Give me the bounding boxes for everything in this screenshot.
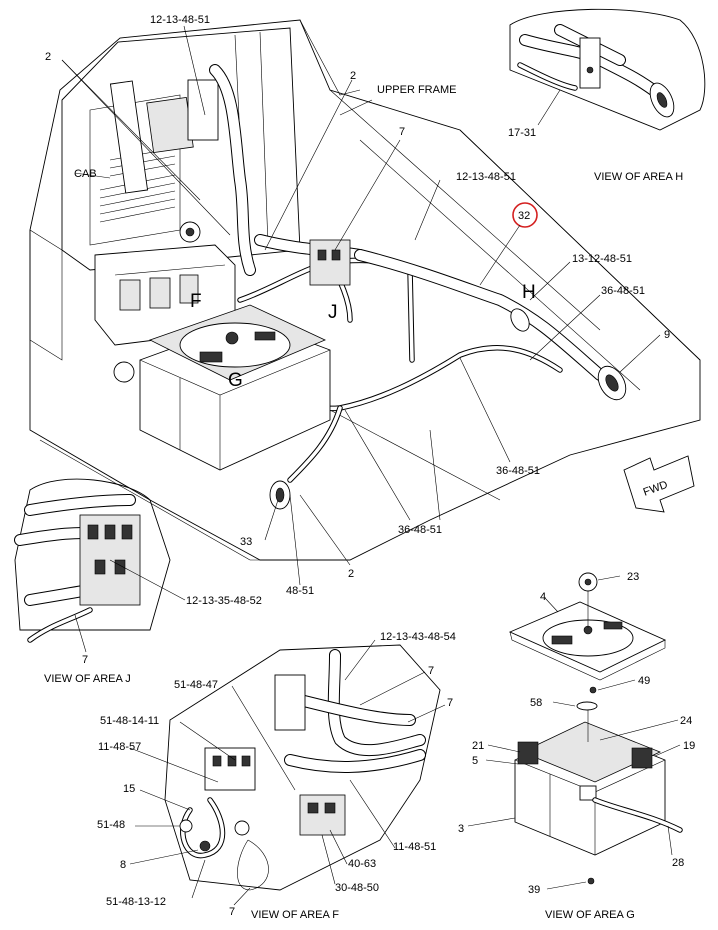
view-area-g: 23 4 49 58 24 21 19 5 3 28 39 VIEW OF AR… xyxy=(458,571,695,921)
callout-58: 58 xyxy=(530,697,542,709)
callout-15: 15 xyxy=(123,783,135,795)
cab-label: CAB xyxy=(74,168,97,180)
callout-32: 32 xyxy=(518,210,530,222)
callout-12-13-35-48-52: 12-13-35-48-52 xyxy=(186,595,262,607)
terminal-19 xyxy=(631,747,653,769)
callout-17-31: 17-31 xyxy=(508,127,536,139)
view-area-h: 17-31 VIEW OF AREA H xyxy=(508,8,706,183)
callout-13-12-48-51: 13-12-48-51 xyxy=(572,253,632,265)
callout-7-f-mid: 7 xyxy=(447,697,453,709)
callout-2-left: 2 xyxy=(45,51,51,63)
upper-frame-label: UPPER FRAME xyxy=(377,84,456,96)
callout-51-48: 51-48 xyxy=(97,819,125,831)
callout-24: 24 xyxy=(680,715,692,727)
callout-51-48-14-11: 51-48-14-11 xyxy=(100,715,159,727)
callout-36-48-51-bottom: 36-48-51 xyxy=(398,524,442,536)
terminal-5 xyxy=(517,741,539,765)
callout-2-lower: 2 xyxy=(348,568,354,580)
connector-block-j xyxy=(309,239,351,286)
callout-3: 3 xyxy=(458,823,464,835)
forward-arrow-icon: FWD xyxy=(623,455,695,513)
callout-51-48-47: 51-48-47 xyxy=(174,679,218,691)
callout-33: 33 xyxy=(240,536,252,548)
view-area-f: 12-13-43-48-54 7 7 51-48-47 51-48-14-11 … xyxy=(97,631,456,921)
callout-7-j: 7 xyxy=(82,654,88,666)
callout-51-48-13-12: 51-48-13-12 xyxy=(106,896,166,908)
callout-7-f-bottom: 7 xyxy=(229,906,235,918)
view-area-f-title: VIEW OF AREA F xyxy=(251,909,339,921)
callout-12-13-48-51-top: 12-13-48-51 xyxy=(150,14,210,26)
area-h-letter: H xyxy=(522,282,536,303)
callout-11-48-51: 11-48-51 xyxy=(393,841,436,853)
block-f-upper xyxy=(274,674,306,731)
red-circle-marker xyxy=(512,202,538,228)
callout-19: 19 xyxy=(683,740,695,752)
view-area-g-title: VIEW OF AREA G xyxy=(545,909,635,921)
area-j-letter: J xyxy=(328,302,338,323)
area-f-letter: F xyxy=(190,291,202,312)
callout-30-48-50: 30-48-50 xyxy=(335,882,379,894)
callout-7-top: 7 xyxy=(399,126,405,138)
view-area-h-title: VIEW OF AREA H xyxy=(594,171,683,183)
callout-36-48-51-right: 36-48-51 xyxy=(601,285,645,297)
callout-5: 5 xyxy=(472,755,478,767)
knob-23 xyxy=(578,572,598,628)
callout-12-13-48-51-mid: 12-13-48-51 xyxy=(456,171,516,183)
callout-2-upper: 2 xyxy=(350,70,356,82)
callout-8: 8 xyxy=(120,859,126,871)
view-area-j: 12-13-35-48-52 7 VIEW OF AREA J xyxy=(14,478,262,685)
callout-12-13-43-48-54: 12-13-43-48-54 xyxy=(380,631,456,643)
relay-30-48-50 xyxy=(299,794,346,836)
view-area-j-title: VIEW OF AREA J xyxy=(44,673,131,685)
callout-48-51: 48-51 xyxy=(286,585,314,597)
callout-40-63: 40-63 xyxy=(348,858,376,870)
battery-group-g xyxy=(113,304,331,471)
callout-7-f-top: 7 xyxy=(428,665,434,677)
bolt-39 xyxy=(587,877,595,885)
main-view: FWD 12-13-48-51 2 2 UPPER FRAME 7 CAB 12… xyxy=(29,14,701,597)
area-g-letter: G xyxy=(228,370,243,391)
bolt-49 xyxy=(589,686,597,694)
callout-23: 23 xyxy=(627,571,639,583)
clamp-bracket-h xyxy=(579,37,601,89)
washer-58 xyxy=(576,701,598,711)
callout-9: 9 xyxy=(664,329,670,341)
callout-4: 4 xyxy=(540,591,546,603)
callout-39: 39 xyxy=(528,884,540,896)
switch-block-f xyxy=(204,747,256,791)
callout-21: 21 xyxy=(472,740,484,752)
callout-36-48-51-low: 36-48-51 xyxy=(496,465,540,477)
electrical-box-f xyxy=(94,221,236,346)
callout-28: 28 xyxy=(672,857,684,869)
callout-11-48-57: 11-48-57 xyxy=(98,741,141,753)
callout-49: 49 xyxy=(638,675,650,687)
